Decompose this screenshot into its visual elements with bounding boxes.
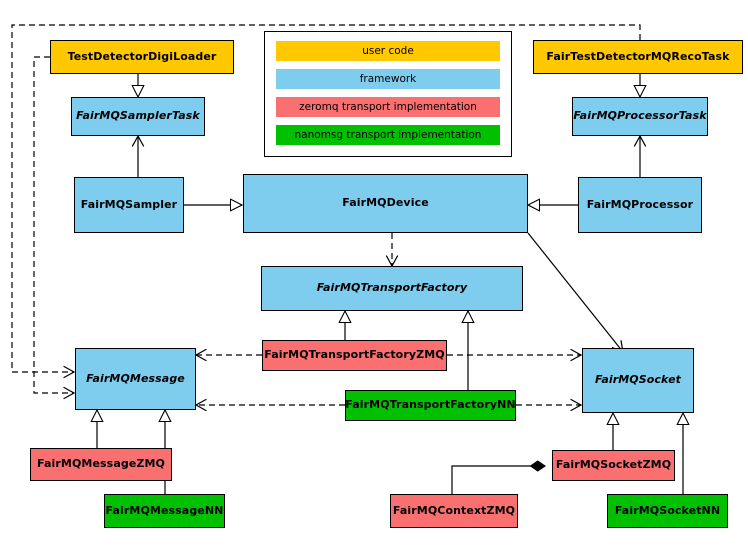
legend-label: framework (359, 73, 417, 85)
edge-digiloader-to-message (33, 56, 76, 400)
legend-item-user-code: user code (276, 41, 500, 61)
node-fairmqsocket[interactable]: FairMQSocket (582, 348, 694, 413)
edge-device-to-socket (527, 232, 624, 353)
node-label: FairMQMessage (86, 371, 185, 385)
node-fairmqsampler[interactable]: FairMQSampler (74, 177, 184, 233)
node-label: TestDetectorDigiLoader (67, 49, 217, 63)
node-label: FairMQSamplerTask (76, 109, 200, 123)
node-label: FairMQSocket (594, 373, 681, 387)
node-fairmqtransportfactoryzmq[interactable]: FairMQTransportFactoryZMQ (262, 340, 447, 371)
node-fairmqcontextzmq[interactable]: FairMQContextZMQ (390, 494, 518, 528)
legend-item-zeromq: zeromq transport implementation (276, 97, 500, 117)
legend-panel: user code framework zeromq transport imp… (264, 31, 512, 157)
node-fairmqprocessortask[interactable]: FairMQProcessorTask (572, 97, 708, 136)
node-label: FairMQProcessorTask (573, 109, 707, 123)
node-label: FairMQSocketNN (614, 503, 721, 517)
node-label: FairMQMessageNN (105, 503, 224, 517)
node-fairmqsamplertask[interactable]: FairMQSamplerTask (71, 97, 205, 136)
node-label: FairMQTransportFactoryZMQ (264, 348, 445, 362)
node-fairmqtransportfactorynn[interactable]: FairMQTransportFactoryNN (345, 390, 516, 421)
legend-item-nanomsg: nanomsg transport implementation (276, 125, 500, 145)
node-label: FairTestDetectorMQRecoTask (546, 49, 730, 63)
node-label: FairMQDevice (342, 196, 429, 210)
node-label: FairMQSocketZMQ (555, 458, 672, 472)
node-fairtestdetectormqrecotask[interactable]: FairTestDetectorMQRecoTask (533, 40, 743, 74)
node-label: FairMQTransportFactoryNN (345, 398, 516, 412)
node-fairmqsocketzmq[interactable]: FairMQSocketZMQ (552, 450, 675, 481)
node-fairmqprocessor[interactable]: FairMQProcessor (578, 177, 702, 233)
node-fairmqmessagenn[interactable]: FairMQMessageNN (104, 494, 225, 528)
node-fairmqsocketnn[interactable]: FairMQSocketNN (607, 494, 728, 528)
node-fairmqtransportfactory[interactable]: FairMQTransportFactory (261, 266, 523, 311)
legend-item-framework: framework (276, 69, 500, 89)
node-fairmqmessage[interactable]: FairMQMessage (75, 348, 196, 410)
node-label: FairMQTransportFactory (316, 281, 468, 295)
legend-label: zeromq transport implementation (299, 101, 477, 113)
node-label: FairMQSampler (80, 197, 178, 211)
legend-label: user code (362, 45, 414, 57)
node-label: FairMQMessageZMQ (37, 457, 165, 471)
node-fairmqdevice[interactable]: FairMQDevice (243, 174, 528, 233)
node-label: FairMQProcessor (586, 197, 694, 211)
node-label: FairMQContextZMQ (392, 503, 516, 517)
edge-contextzmq-to-socketzmq (451, 466, 545, 494)
node-fairmqmessagezmq[interactable]: FairMQMessageZMQ (30, 448, 172, 481)
edge-recotask-to-message (11, 24, 641, 379)
node-testdetectordigiloader[interactable]: TestDetectorDigiLoader (50, 40, 234, 74)
legend-label: nanomsg transport implementation (294, 129, 482, 141)
